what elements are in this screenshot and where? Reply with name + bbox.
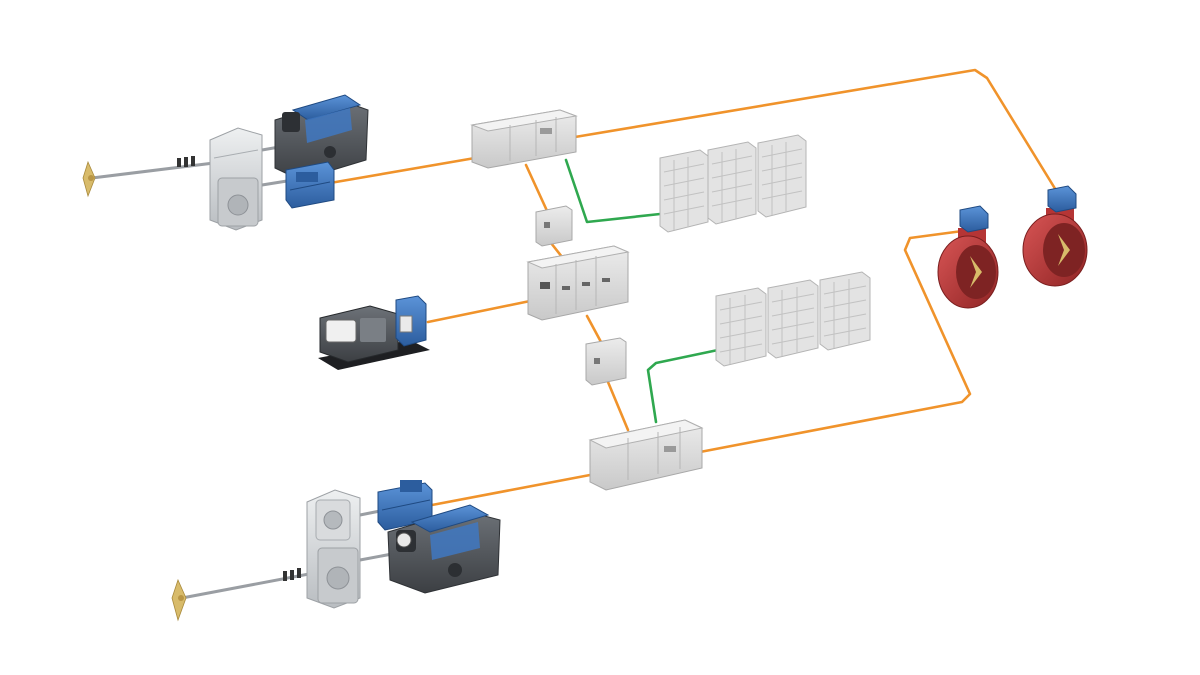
bottom-transformer-box [585, 337, 627, 386]
propeller-shaft [91, 160, 223, 180]
top-drive-cabinet [470, 109, 578, 169]
main-switchboard [526, 245, 630, 321]
cable-bottom-transformer-to-drive [606, 380, 630, 432]
cable-bottom-drive-to-battery [646, 348, 720, 424]
cable-top-drive-to-thruster-2 [573, 68, 1064, 202]
engine-shaft [359, 552, 393, 562]
cable-top-drive-to-transformer [524, 163, 550, 215]
diesel-engine [274, 94, 369, 181]
top-propulsion-line [82, 94, 369, 231]
tunnel-thruster-2 [1022, 185, 1088, 287]
battery-rack [715, 287, 767, 367]
propeller-shaft [181, 568, 331, 600]
cable-top-drive-to-battery [564, 158, 662, 224]
generator-set [318, 295, 430, 370]
shaft-coupling [177, 156, 195, 167]
bottom-propulsion-line [171, 480, 501, 622]
cable-top-motor-to-drive [328, 156, 477, 185]
cable-switchboard-to-bottom-transformer [585, 314, 603, 344]
gearbox [209, 127, 263, 231]
motor-shaft [359, 509, 381, 517]
top-battery-bank [659, 134, 807, 233]
propeller-icon [82, 160, 96, 198]
battery-rack [757, 134, 807, 218]
cable-bottom-motor-to-drive [430, 473, 592, 507]
top-transformer-box [535, 205, 573, 247]
battery-rack [659, 149, 709, 233]
cable-generator-to-switchboard [426, 298, 537, 324]
shaft-coupling [283, 568, 301, 581]
cable-bottom-drive-to-thruster-1 [698, 228, 972, 454]
battery-rack [707, 141, 757, 225]
cables [328, 68, 1064, 507]
battery-rack [767, 279, 819, 359]
bottom-drive-cabinet [588, 419, 704, 491]
gearbox [306, 489, 361, 609]
bottom-battery-bank [715, 271, 871, 367]
tunnel-thruster-1 [937, 205, 999, 309]
motor-shaft [261, 179, 288, 187]
propeller-icon [171, 578, 187, 622]
electric-motor [285, 161, 335, 209]
battery-rack [819, 271, 871, 351]
diesel-engine [387, 504, 501, 594]
